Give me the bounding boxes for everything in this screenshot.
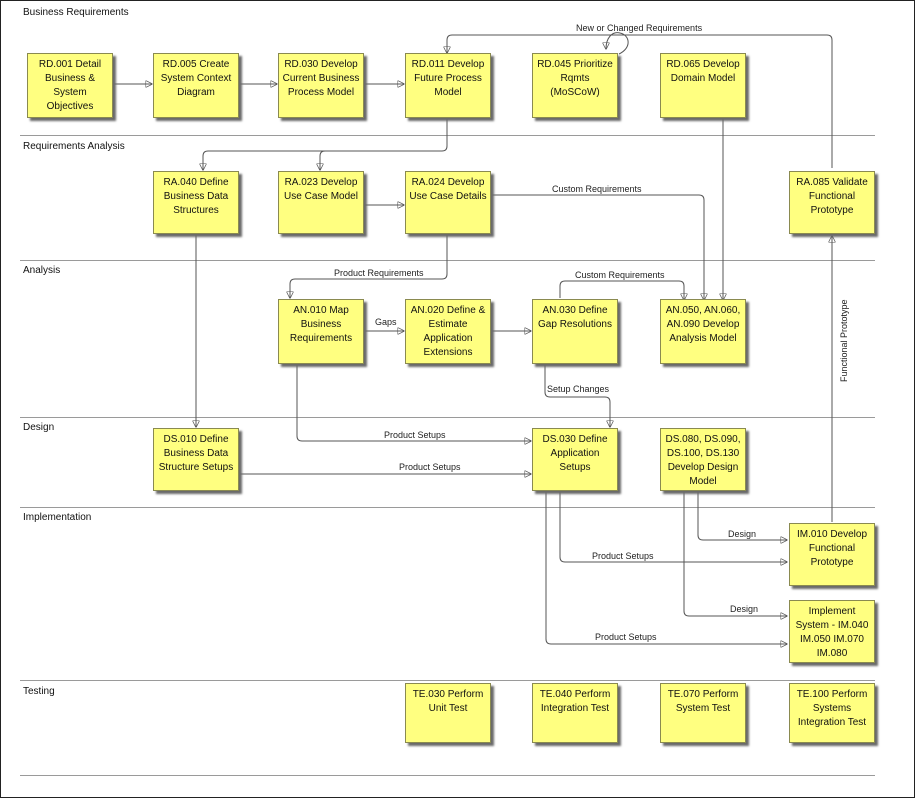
lane-divider: [20, 507, 875, 508]
task-rd045[interactable]: RD.045 Prioritize Rqmts (MoSCoW): [532, 53, 618, 118]
lane-divider: [20, 417, 875, 418]
edge-label-product-requirements: Product Requirements: [334, 268, 424, 278]
task-ds080[interactable]: DS.080, DS.090, DS.100, DS.130 Develop D…: [660, 428, 746, 491]
edge-ds080-imsys-design: [683, 491, 787, 616]
edge-label-gaps: Gaps: [375, 317, 397, 327]
lane-divider: [20, 775, 875, 776]
task-rd001[interactable]: RD.001 Detail Business & System Objectiv…: [27, 53, 113, 118]
edge-label-product-setups: Product Setups: [399, 462, 461, 472]
edge-ra024-an050-custom: [490, 194, 704, 300]
edge-label-custom-requirements: Custom Requirements: [575, 270, 665, 280]
task-rd030[interactable]: RD.030 Develop Current Business Process …: [278, 53, 364, 118]
task-rd065[interactable]: RD.065 Develop Domain Model: [660, 53, 746, 118]
edge-label-product-setups: Product Setups: [592, 551, 654, 561]
task-rd005[interactable]: RD.005 Create System Context Diagram: [153, 53, 239, 118]
task-ra085[interactable]: RA.085 Validate Functional Prototype: [789, 171, 875, 234]
lane-title-requirements-analysis: Requirements Analysis: [23, 141, 125, 152]
task-an030[interactable]: AN.030 Define Gap Resolutions: [532, 299, 618, 364]
edge-rd011-ra040: [203, 118, 448, 170]
edge-an010-ds030-product: [296, 364, 531, 441]
task-an020[interactable]: AN.020 Define & Estimate Application Ext…: [405, 299, 491, 364]
task-im010[interactable]: IM.010 Develop Functional Prototype: [789, 523, 875, 586]
task-te100[interactable]: TE.100 Perform Systems Integration Test: [789, 683, 875, 743]
edge-ra085-rd011: [447, 34, 833, 168]
task-ra023[interactable]: RA.023 Develop Use Case Model: [278, 171, 364, 234]
edge-label-new-or-changed: New or Changed Requirements: [576, 23, 703, 33]
edge-rd045-self: [606, 32, 629, 55]
task-implement-system[interactable]: Implement System - IM.040 IM.050 IM.070 …: [789, 600, 875, 663]
lane-title-business-requirements: Business Requirements: [23, 7, 129, 18]
edge-label-design: Design: [728, 529, 757, 539]
task-rd011[interactable]: RD.011 Develop Future Process Model: [405, 53, 491, 118]
task-ds010[interactable]: DS.010 Define Business Data Structure Se…: [153, 428, 239, 491]
task-te040[interactable]: TE.040 Perform Integration Test: [532, 683, 618, 743]
lane-title-design: Design: [23, 422, 55, 433]
task-te070[interactable]: TE.070 Perform System Test: [660, 683, 746, 743]
edge-label-setup-changes: Setup Changes: [547, 384, 610, 394]
edge-ds030-im010-product: [559, 491, 787, 562]
edge-ds030-imsys-product: [545, 491, 787, 644]
task-an050[interactable]: AN.050, AN.060, AN.090 Develop Analysis …: [660, 299, 746, 364]
edge-an030-ds030-setup: [544, 364, 610, 427]
lane-divider: [20, 680, 875, 681]
edge-label-design: Design: [730, 604, 759, 614]
edge-label-custom-requirements: Custom Requirements: [552, 184, 642, 194]
edge-label-product-setups: Product Setups: [595, 632, 657, 642]
lane-title-testing: Testing: [23, 686, 55, 697]
edge-rd011-ra023: [320, 150, 326, 170]
edge-label-product-setups: Product Setups: [384, 430, 446, 440]
task-ra024[interactable]: RA.024 Develop Use Case Details: [405, 171, 491, 234]
task-ra040[interactable]: RA.040 Define Business Data Structures: [153, 171, 239, 234]
task-ds030[interactable]: DS.030 Define Application Setups: [532, 428, 618, 491]
edge-ra024-an010: [290, 234, 448, 298]
lane-title-implementation: Implementation: [23, 512, 92, 523]
task-te030[interactable]: TE.030 Perform Unit Test: [405, 683, 491, 743]
edge-label-functional-prototype: Functional Prototype: [839, 299, 849, 382]
edge-an030-an050-custom: [559, 280, 684, 300]
task-an010[interactable]: AN.010 Map Business Requirements: [278, 299, 364, 364]
lane-title-analysis: Analysis: [23, 265, 61, 276]
edge-ds080-im010-design: [697, 491, 787, 540]
